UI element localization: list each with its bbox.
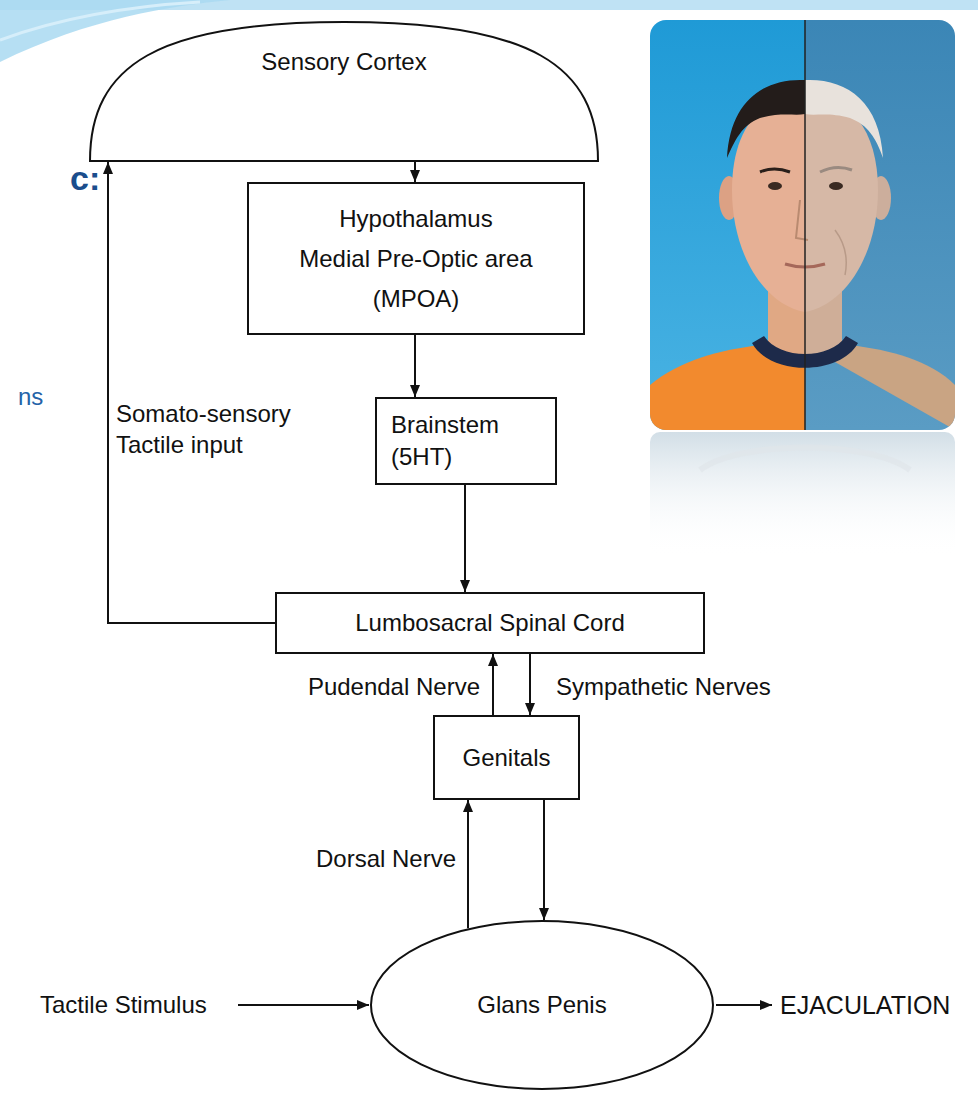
- arrow-connector: [467, 800, 469, 928]
- nerve-label: Dorsal Nerve: [316, 843, 456, 874]
- process-box: Brainstem (5HT): [375, 397, 557, 485]
- slide-text-fragment: ns: [18, 381, 43, 412]
- output-label: EJACULATION: [780, 989, 950, 1022]
- node-title: Genitals: [462, 742, 550, 773]
- node-title: Hypothalamus: [339, 199, 492, 239]
- node-title: Glans Penis: [477, 989, 606, 1020]
- brain-region-dome: Sensory Cortex: [88, 20, 600, 162]
- arrow-connector: [464, 485, 466, 592]
- process-box: HypothalamusMedial Pre-Optic area (MPOA): [247, 182, 585, 335]
- input-label: Tactile Stimulus: [40, 989, 207, 1020]
- nerve-label: Somato-sensory Tactile input: [116, 398, 331, 460]
- arrow-connector: [529, 654, 531, 715]
- node-title: Sensory Cortex: [261, 46, 426, 77]
- input-arrow: [238, 1005, 369, 1006]
- arrow-connector: [492, 654, 494, 715]
- nerve-label: Pudendal Nerve: [308, 671, 480, 702]
- arrow-connector: [414, 162, 416, 182]
- ellipse-node: Glans Penis: [370, 920, 714, 1090]
- portrait-photo: [650, 20, 955, 557]
- output-arrow: [716, 1005, 772, 1006]
- slide-title-fragment: c:: [70, 156, 100, 200]
- arrow-connector: [543, 800, 545, 920]
- arrow-connector: [414, 335, 416, 397]
- dome-outline: [88, 20, 600, 162]
- process-box: Lumbosacral Spinal Cord: [275, 592, 705, 654]
- node-title: Brainstem (5HT): [391, 409, 516, 473]
- node-title: Lumbosacral Spinal Cord: [355, 607, 624, 638]
- process-box: Genitals: [433, 715, 580, 800]
- nerve-label: Sympathetic Nerves: [556, 671, 771, 702]
- node-text: Medial Pre-Optic area (MPOA): [291, 239, 541, 319]
